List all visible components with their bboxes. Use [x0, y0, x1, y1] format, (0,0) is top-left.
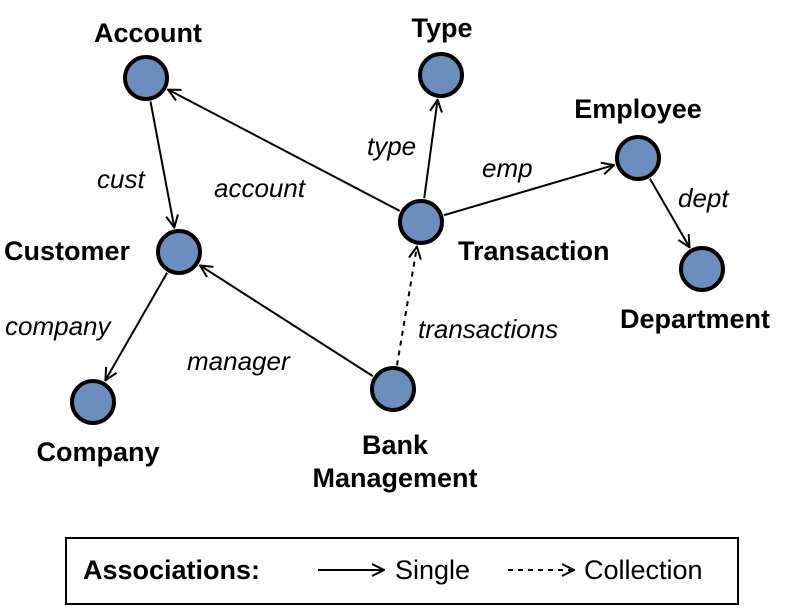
node-customer-label: Customer	[4, 236, 131, 266]
edge-manager-label: manager	[187, 346, 291, 376]
node-account-circle	[123, 55, 169, 101]
edge-company-arrow	[105, 272, 168, 381]
edge-account-label: account	[214, 173, 307, 203]
node-employee-circle	[615, 135, 661, 181]
node-type-circle	[418, 52, 464, 98]
node-company-circle	[70, 379, 116, 425]
node-type: Type	[411, 13, 473, 98]
edge-manager-arrow	[200, 266, 374, 377]
edge-dept-arrow	[649, 178, 690, 248]
node-department-circle	[679, 246, 725, 292]
edge-cust-label: cust	[97, 164, 146, 194]
legend-title: Associations:	[83, 555, 260, 585]
node-transaction: Transaction	[398, 199, 610, 266]
node-transaction-circle	[398, 199, 444, 245]
node-type-label: Type	[411, 13, 472, 43]
node-department-label: Department	[620, 304, 770, 334]
edge-emp-label: emp	[482, 153, 533, 183]
legend-box	[65, 537, 739, 605]
edge-transactions-arrow	[396, 247, 417, 366]
node-company: Company	[36, 379, 160, 467]
node-bank-circle	[370, 366, 416, 412]
node-bank-label: Management	[312, 463, 477, 493]
node-company-label: Company	[36, 437, 159, 467]
node-customer-circle	[156, 229, 202, 275]
edge-transactions-label: transactions	[418, 314, 558, 344]
node-transaction-label: Transaction	[458, 236, 610, 266]
edge-cust-arrow	[149, 101, 175, 228]
edge-emp-arrow	[443, 165, 614, 217]
legend-single-label: Single	[395, 555, 470, 585]
edge-company-label: company	[5, 311, 112, 341]
legend: Associations: Single Collection	[65, 537, 739, 605]
node-employee: Employee	[574, 94, 702, 181]
node-customer: Customer	[4, 229, 202, 275]
node-account: Account	[94, 18, 202, 101]
node-employee-label: Employee	[574, 94, 702, 124]
edge-dept-label: dept	[678, 183, 730, 213]
edge-type-label: type	[367, 131, 416, 161]
node-account-label: Account	[94, 18, 202, 48]
node-department: Department	[620, 246, 770, 334]
edge-type-arrow	[423, 100, 437, 199]
edge-account-arrow	[168, 90, 401, 212]
node-bank-label: Bank	[362, 430, 429, 460]
legend-collection-label: Collection	[584, 555, 703, 585]
